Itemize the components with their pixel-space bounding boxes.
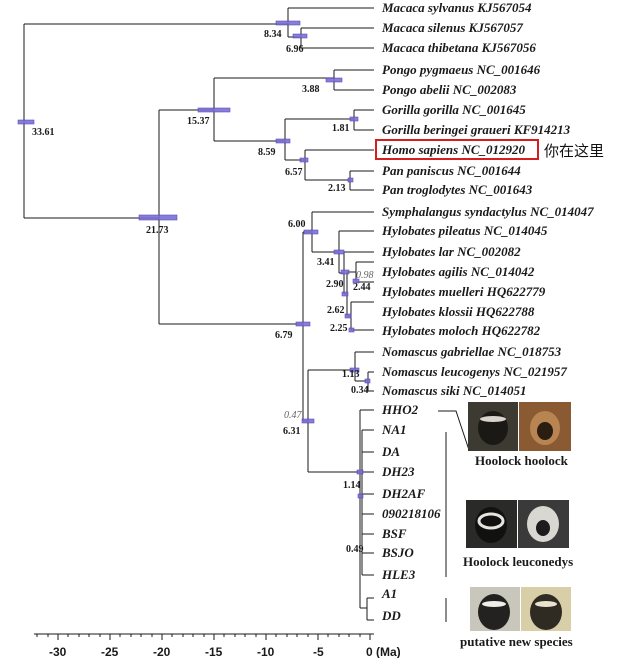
taxon-label: Hylobates muelleri HQ622779: [381, 284, 546, 299]
taxon-label: Macaca thibetana KJ567056: [381, 40, 536, 55]
taxon-label: DA: [381, 444, 400, 459]
node-value: 8.59: [258, 147, 276, 158]
node-value: 15.37: [187, 116, 210, 127]
taxon-label: Hylobates agilis NC_014042: [381, 264, 535, 279]
node-value: 3.88: [302, 84, 320, 95]
taxon-label: Symphalangus syndactylus NC_014047: [382, 204, 594, 219]
taxon-label: DH23: [381, 464, 415, 479]
node-confidence-bars: [17, 20, 371, 499]
node-value: 2.44: [353, 282, 371, 293]
axis-tick-label: -10: [257, 645, 275, 658]
taxon-label-highlighted: Homo sapiens NC_012920: [381, 142, 526, 157]
node-value: 6.57: [285, 167, 303, 178]
hoolock-hoolock-photos: [468, 402, 571, 451]
node-value: 8.34: [264, 29, 282, 40]
taxon-label: DH2AF: [381, 486, 426, 501]
tree-branches: [23, 7, 374, 621]
node-value: 1.13: [342, 369, 360, 380]
node-value: 6.31: [283, 426, 301, 437]
node-value: 6.79: [275, 330, 293, 341]
group-label-putative-new-species: putative new species: [460, 634, 573, 649]
axis-tick-label: -20: [153, 645, 171, 658]
taxon-label: BSJO: [381, 545, 414, 560]
taxon-label: Pan troglodytes NC_001643: [382, 182, 533, 197]
node-value: 2.13: [328, 183, 346, 194]
taxon-label: Pongo abelii NC_002083: [382, 82, 517, 97]
time-axis: -30 -25 -20 -15 -10 -5 0 (Ma): [34, 633, 401, 658]
taxon-label: Hylobates moloch HQ622782: [381, 323, 541, 338]
group-label-hoolock-leuconedys: Hoolock leuconedys: [463, 554, 573, 569]
node-value: 6.00: [288, 219, 306, 230]
putative-new-species-photos: [470, 587, 571, 631]
node-value: 33.61: [32, 127, 55, 138]
axis-tick-label: -15: [205, 645, 223, 658]
taxon-label: Pongo pygmaeus NC_001646: [382, 62, 541, 77]
group-brackets: [438, 410, 470, 622]
taxon-label: HHO2: [381, 402, 419, 417]
node-value: 1.81: [332, 123, 350, 134]
taxon-label: Hylobates lar NC_002082: [381, 244, 521, 259]
axis-tick-label: -25: [101, 645, 119, 658]
node-value: 21.73: [146, 225, 169, 236]
node-value: 0.49: [346, 544, 364, 555]
taxon-label: Gorilla gorilla NC_001645: [382, 102, 526, 117]
taxon-label: Hylobates pileatus NC_014045: [381, 223, 548, 238]
taxon-label: Gorilla beringei graueri KF914213: [382, 122, 571, 137]
axis-tick-label: -30: [49, 645, 67, 658]
taxon-label: Nomascus gabriellae NC_018753: [381, 344, 562, 359]
node-value: 2.90: [326, 279, 344, 290]
highlight-box: [375, 139, 539, 160]
node-value: 2.62: [327, 305, 345, 316]
node-value: 0.98: [356, 270, 374, 281]
taxon-label: Hylobates klossii HQ622788: [381, 304, 535, 319]
taxon-label: Nomascus leucogenys NC_021957: [381, 364, 567, 379]
taxon-label: A1: [381, 586, 397, 601]
taxon-label: Macaca sylvanus KJ567054: [381, 0, 532, 15]
axis-tick-label: -5: [313, 645, 324, 658]
node-value: 0.34: [351, 385, 369, 396]
taxon-label: DD: [381, 608, 401, 623]
group-label-hoolock-hoolock: Hoolock hoolock: [475, 453, 569, 468]
hoolock-leuconedys-photos: [466, 500, 569, 548]
node-value: 3.41: [317, 257, 335, 268]
taxon-label: 090218106: [382, 506, 441, 521]
taxon-labels: Macaca sylvanus KJ567054 Macaca silenus …: [381, 0, 594, 623]
node-values: 33.61 8.34 6.96 21.73 15.37 3.88 8.59 1.…: [32, 29, 374, 555]
highlight-note: 你在这里: [544, 142, 604, 160]
taxon-label: Nomascus siki NC_014051: [381, 383, 526, 398]
taxon-label: NA1: [381, 422, 407, 437]
node-value: 0.47: [284, 410, 303, 421]
node-value: 2.25: [330, 323, 348, 334]
taxon-label: HLE3: [381, 567, 416, 582]
taxon-label: BSF: [381, 526, 407, 541]
taxon-label: Macaca silenus KJ567057: [381, 20, 523, 35]
node-value: 1.14: [343, 480, 361, 491]
node-value: 6.96: [286, 44, 304, 55]
taxon-label: Pan paniscus NC_001644: [382, 163, 521, 178]
axis-tick-label: 0 (Ma): [366, 645, 401, 658]
